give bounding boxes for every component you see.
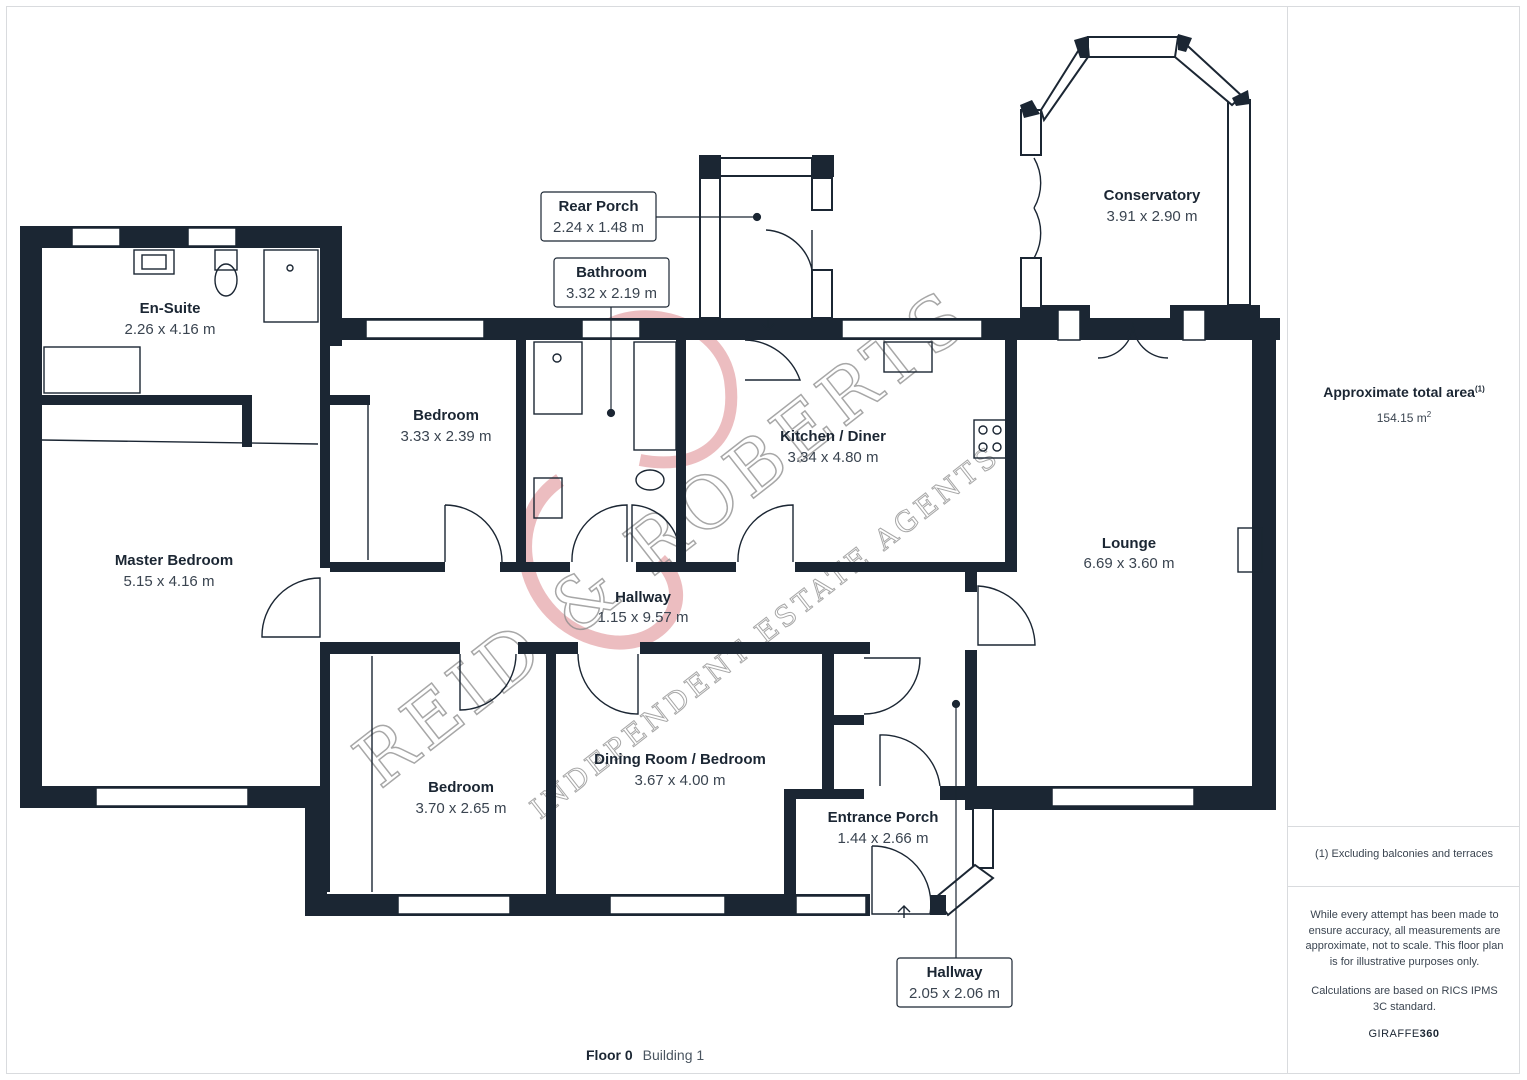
room-dims: 3.70 x 2.65 m <box>416 800 507 817</box>
entry-arrow-icon <box>897 905 911 918</box>
area-title: Approximate total area(1) <box>1288 384 1520 400</box>
room-dims: 1.44 x 2.66 m <box>838 830 929 847</box>
callout-rear-porch: Rear Porch 2.24 x 1.48 m <box>540 191 657 242</box>
building-name: Building 1 <box>642 1047 705 1063</box>
room-dims: 6.69 x 3.60 m <box>1084 555 1175 572</box>
room-name: Dining Room / Bedroom <box>594 751 766 768</box>
room-dims: 3.67 x 4.00 m <box>635 772 726 789</box>
room-dims: 3.33 x 2.39 m <box>401 428 492 445</box>
room-name: Bedroom <box>413 407 479 424</box>
room-name: Lounge <box>1102 535 1156 552</box>
callout-leaders <box>606 212 961 958</box>
room-dims: 5.15 x 4.16 m <box>124 573 215 590</box>
rear-porch-walls <box>699 157 833 319</box>
watermark-logo: REID & ROBERTS INDEPENDENT ESTATE AGENTS <box>338 271 1007 826</box>
room-name: Master Bedroom <box>115 552 233 569</box>
callout-bathroom: Bathroom 3.32 x 2.19 m <box>553 257 670 308</box>
room-name: Entrance Porch <box>828 809 939 826</box>
floor-label: Floor 0 Building 1 <box>586 1047 704 1063</box>
divider <box>1288 886 1520 887</box>
windows <box>71 227 1206 915</box>
callout-hallway: Hallway 2.05 x 2.06 m <box>896 957 1013 1008</box>
disclaimer: While every attempt has been made to ens… <box>1305 909 1504 968</box>
brand-number: 360 <box>1419 1028 1440 1040</box>
room-name: Hallway <box>615 589 672 606</box>
room-dims: 2.26 x 4.16 m <box>125 321 216 338</box>
doors <box>261 157 1169 915</box>
brand-text: GIRAFFE <box>1368 1028 1420 1040</box>
room-name: Bedroom <box>428 779 494 796</box>
area-value-text: 154.15 m <box>1376 411 1427 425</box>
room-dims: 3.34 x 4.80 m <box>788 449 879 466</box>
entry-arrow-icon <box>761 318 775 331</box>
room-name: Conservatory <box>1104 187 1201 204</box>
area-title-text: Approximate total area <box>1323 384 1475 400</box>
room-labels: En-Suite 2.26 x 4.16 m Master Bedroom 5.… <box>115 187 1201 847</box>
room-dims: 1.15 x 9.57 m <box>598 609 689 626</box>
area-value: 154.15 m2 <box>1288 410 1520 425</box>
floor-name: Floor 0 <box>586 1047 633 1063</box>
room-name: Kitchen / Diner <box>780 428 886 445</box>
brand-logo: GIRAFFE360 <box>1288 1028 1520 1040</box>
area-footnote-mark: (1) <box>1474 384 1485 394</box>
callout-name: Bathroom <box>576 264 647 281</box>
callout-dims: 2.05 x 2.06 m <box>909 985 1000 1002</box>
fixtures <box>41 249 1263 892</box>
callout-dims: 2.24 x 1.48 m <box>553 219 644 236</box>
info-sidebar: Approximate total area(1) 154.15 m2 (1) … <box>1287 6 1520 1074</box>
conservatory-walls <box>1020 34 1251 309</box>
room-dims: 3.91 x 2.90 m <box>1107 208 1198 225</box>
callout-name: Hallway <box>927 964 984 981</box>
callout-name: Rear Porch <box>558 198 638 215</box>
area-unit-sup: 2 <box>1426 410 1432 419</box>
room-name: En-Suite <box>140 300 201 317</box>
walls <box>20 155 1280 916</box>
calculation-note: Calculations are based on RICS IPMS 3C s… <box>1311 985 1498 1013</box>
conservatory-corners <box>1020 34 1250 118</box>
page-frame <box>6 6 1520 1074</box>
footnote: (1) Excluding balconies and terraces <box>1315 848 1493 860</box>
divider <box>1288 826 1520 827</box>
callout-dims: 3.32 x 2.19 m <box>566 285 657 302</box>
